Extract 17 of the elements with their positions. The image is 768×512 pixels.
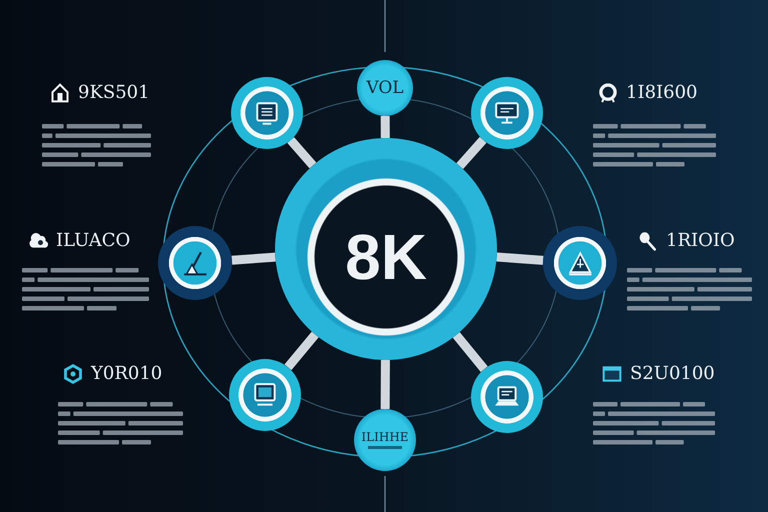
- circle-label: VOL: [366, 80, 404, 96]
- section-heading: S2U0100: [630, 364, 715, 384]
- connector-bar: [380, 116, 390, 138]
- connector-bar: [284, 332, 319, 370]
- section-heading: Y0R010: [91, 364, 162, 384]
- connector-bar: [452, 332, 488, 372]
- section-heading: 1I8I600: [626, 83, 698, 103]
- center-label: 8K: [345, 225, 427, 289]
- section-heading: 1RIOIO: [666, 231, 735, 251]
- section-heading: ILUACO: [56, 231, 130, 251]
- connector-bar: [380, 360, 390, 410]
- connector-bar: [496, 252, 544, 265]
- connector-bar: [232, 252, 276, 265]
- circle-label: ILIHHE: [361, 430, 409, 442]
- connector-bar: [287, 137, 316, 168]
- section-heading: 9KS501: [78, 83, 150, 103]
- connector-bar: [456, 136, 486, 170]
